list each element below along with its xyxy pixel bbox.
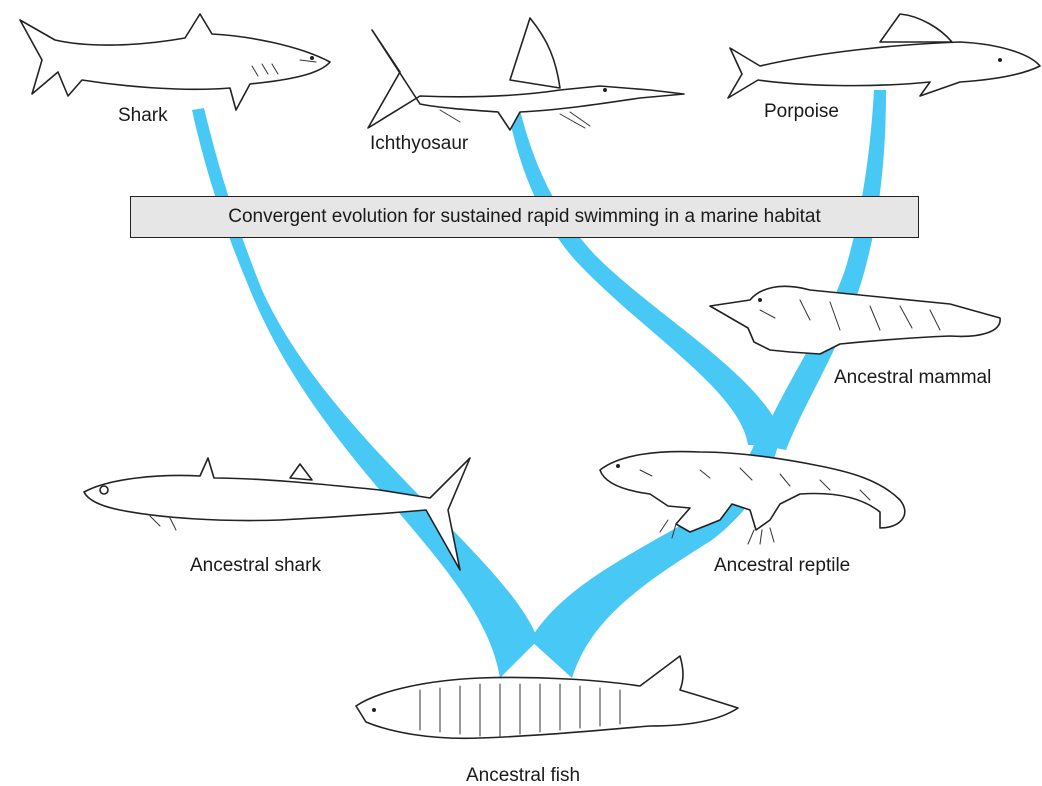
branch-reptile-to-porpoise [760,90,886,450]
shark-drawing [20,14,330,110]
branch-reptile-to-ichthyosaur [508,110,786,445]
phylogenetic-branches [192,90,886,678]
convergent-evolution-caption: Convergent evolution for sustained rapid… [130,196,919,238]
branch-fish-to-shark [192,108,538,678]
label-shark: Shark [118,106,168,125]
label-ancestral-reptile: Ancestral reptile [714,556,850,575]
ichthyosaur-drawing [368,18,684,130]
label-ancestral-mammal: Ancestral mammal [834,368,991,387]
label-ichthyosaur: Ichthyosaur [370,134,468,153]
label-porpoise: Porpoise [764,102,839,121]
label-ancestral-fish: Ancestral fish [466,766,580,785]
ancestral-fish-drawing [356,656,738,738]
ancestral-mammal-drawing [710,286,1000,354]
porpoise-drawing [728,14,1040,98]
label-ancestral-shark: Ancestral shark [190,556,321,575]
ancestral-reptile-drawing [600,452,905,544]
